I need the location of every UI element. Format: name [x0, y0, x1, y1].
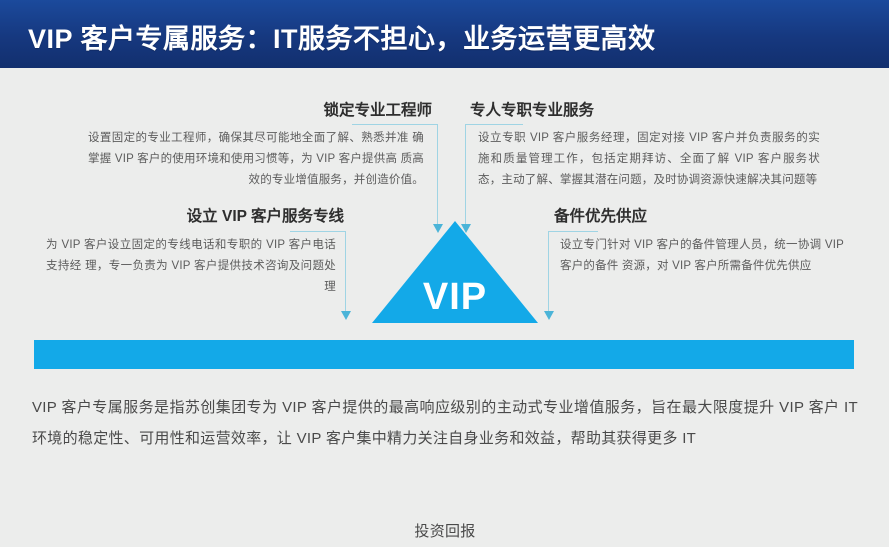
callout-dedicated-service: 专人专职专业服务 设立专职 VIP 客户服务经理，固定对接 VIP 客户并负责服…	[464, 100, 824, 191]
vip-triangle-icon	[372, 221, 538, 323]
accent-base-bar	[34, 340, 854, 369]
diagram-stage: 锁定专业工程师 设置固定的专业工程师，确保其尽可能地全面了解、熟悉并准 确掌握 …	[0, 68, 889, 540]
vip-triangle-label: VIP	[422, 276, 488, 318]
connector-rail-spare-parts-priority	[548, 231, 549, 311]
connector-cap-dedicated-service	[465, 124, 523, 125]
page-title: VIP 客户专属服务：IT服务不担心，业务运营更高效	[28, 24, 656, 54]
callout-spare-parts-priority: 备件优先供应 设立专门针对 VIP 客户的备件管理人员，统一协调 VIP 客户的…	[546, 206, 846, 277]
callout-title-service-hotline: 设立 VIP 客户服务专线	[186, 208, 344, 225]
connector-cap-lock-engineer	[352, 124, 438, 125]
summary-paragraph: VIP 客户专属服务是指苏创集团专为 VIP 客户提供的最高响应级别的主动式专业…	[32, 399, 858, 447]
callout-body-service-hotline: 为 VIP 客户设立固定的专线电话和专职的 VIP 客户电话支持经 理，专一负责…	[46, 239, 336, 293]
callout-service-hotline: 设立 VIP 客户服务专线 为 VIP 客户设立固定的专线电话和专职的 VIP …	[44, 206, 352, 298]
summary-last-line: 投资回报	[414, 523, 476, 540]
callout-body-lock-engineer: 设置固定的专业工程师，确保其尽可能地全面了解、熟悉并准 确掌握 VIP 客户的使…	[88, 132, 424, 186]
connector-rail-lock-engineer	[437, 124, 438, 224]
callout-body-spare-parts-priority: 设立专门针对 VIP 客户的备件管理人员，统一协调 VIP 客户的备件 资源，对…	[560, 239, 844, 272]
callout-title-lock-engineer: 锁定专业工程师	[323, 102, 432, 119]
connector-rail-dedicated-service	[465, 124, 466, 224]
callout-title-dedicated-service: 专人专职专业服务	[470, 102, 595, 119]
header-band: VIP 客户专属服务：IT服务不担心，业务运营更高效	[0, 0, 889, 68]
callout-lock-engineer: 锁定专业工程师 设置固定的专业工程师，确保其尽可能地全面了解、熟悉并准 确掌握 …	[86, 100, 438, 191]
connector-cap-service-hotline	[290, 231, 346, 232]
callout-body-dedicated-service: 设立专职 VIP 客户服务经理，固定对接 VIP 客户并负责服务的实施和质量管理…	[478, 132, 820, 186]
callout-title-spare-parts-priority: 备件优先供应	[554, 208, 648, 225]
connector-arrow-service-hotline	[341, 311, 351, 320]
connector-cap-spare-parts-priority	[548, 231, 598, 232]
connector-arrow-spare-parts-priority	[544, 311, 554, 320]
connector-rail-service-hotline	[345, 231, 346, 311]
